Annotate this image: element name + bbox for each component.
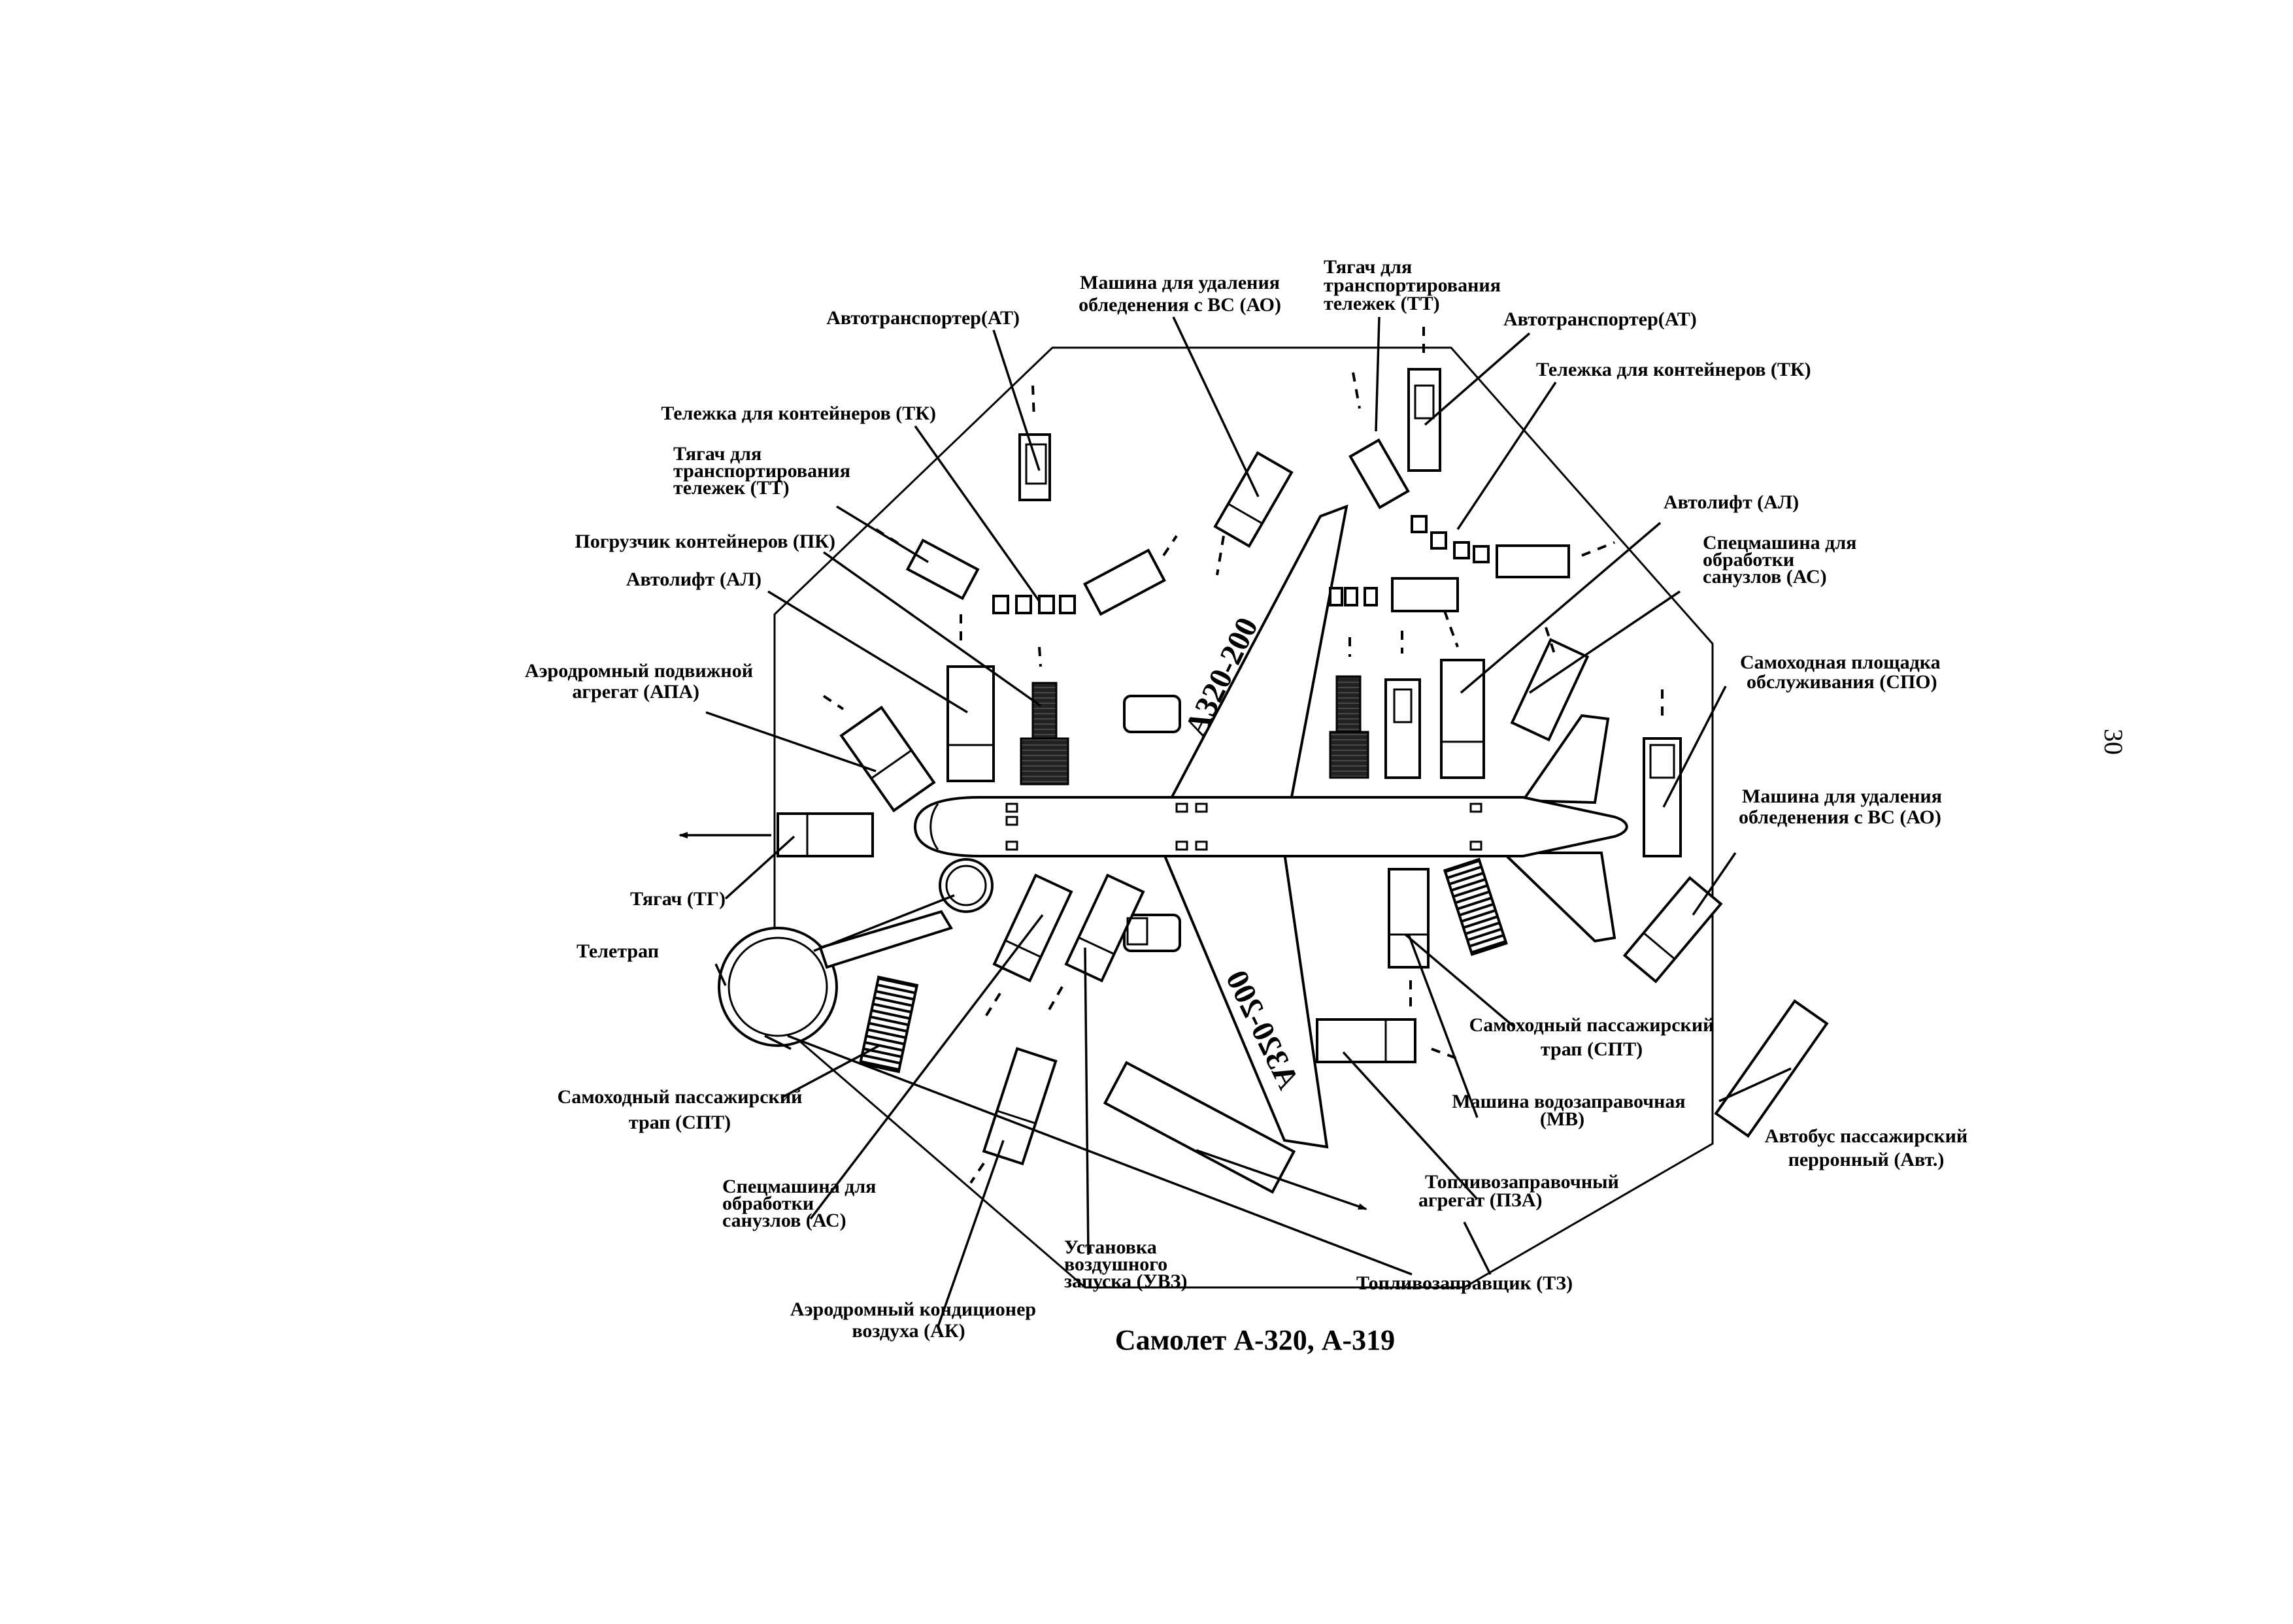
label-tt-left-3: тележек (ТТ) bbox=[673, 477, 790, 499]
label-tz: Топливозаправщик (ТЗ) bbox=[1356, 1272, 1573, 1294]
label-bus-2: перронный (Авт.) bbox=[1788, 1149, 1945, 1170]
label-mv-1: Машина водозаправочная bbox=[1452, 1091, 1685, 1112]
label-mv-2: (МВ) bbox=[1540, 1108, 1584, 1130]
figure-caption: Самолет А-320, А-319 bbox=[1115, 1324, 1395, 1356]
label-pk: Погрузчик контейнеров (ПК) bbox=[575, 531, 835, 552]
label-as-right-1: Спецмашина для bbox=[1703, 532, 1856, 554]
label-tt-top-1: Тягач для bbox=[1324, 256, 1412, 278]
label-uvz-1: Установка bbox=[1064, 1236, 1157, 1258]
aircraft: A320-200 A320-200 bbox=[913, 504, 1628, 1149]
small-vehicle-right bbox=[1384, 631, 1421, 779]
label-apa-1: Аэродромный подвижной bbox=[525, 660, 753, 682]
label-as-right-3: санузлов (АС) bbox=[1703, 566, 1827, 588]
label-teletrap: Телетрап bbox=[577, 940, 659, 962]
deicing-vehicle-right bbox=[1622, 876, 1723, 984]
label-as-left-2: обработки bbox=[722, 1193, 814, 1214]
fuel-dispenser bbox=[1316, 1018, 1458, 1063]
engine-lower bbox=[1123, 914, 1181, 952]
tug-top-right bbox=[1348, 372, 1410, 510]
label-tt-left-2: транспортирования bbox=[673, 460, 850, 482]
label-tt-left-1: Тягач для bbox=[673, 443, 762, 465]
label-ao-right-2: обледенения с ВС (АО) bbox=[1739, 806, 1941, 828]
labels: Машина для удаления обледенения с ВС (АО… bbox=[525, 256, 2128, 1356]
label-spt-left-1: Самоходный пассажирский bbox=[558, 1086, 803, 1108]
apron-bus bbox=[1714, 999, 1829, 1138]
service-zone-boundary bbox=[773, 346, 1714, 1289]
container-dollies-left bbox=[992, 535, 1178, 616]
label-tk-left: Тележка для контейнеров (ТК) bbox=[661, 403, 936, 424]
autolift-left bbox=[946, 614, 995, 782]
container-dollies-center-right bbox=[1329, 577, 1459, 612]
label-spt-left-2: трап (СПТ) bbox=[629, 1112, 731, 1133]
jet-bridge bbox=[718, 858, 994, 1047]
fuel-truck bbox=[1103, 1061, 1367, 1210]
label-as-right-2: обработки bbox=[1703, 549, 1794, 571]
passenger-stairs-left bbox=[858, 975, 919, 1074]
label-uvz-3: запуска (УВЗ) bbox=[1064, 1270, 1188, 1292]
page-number: 30 bbox=[2099, 729, 2128, 755]
label-ao-top-1: Машина для удаления bbox=[1080, 272, 1280, 293]
label-al-right: Автолифт (АЛ) bbox=[1664, 491, 1799, 513]
container-loader-right bbox=[1329, 637, 1369, 779]
label-pza-1: Топливозаправочный bbox=[1425, 1171, 1619, 1193]
label-at-left: Автотранспортер(АТ) bbox=[826, 307, 1020, 329]
label-uvz-2: воздушного bbox=[1064, 1253, 1167, 1275]
water-truck bbox=[1388, 868, 1430, 1010]
label-ak-2: воздуха (АК) bbox=[852, 1320, 965, 1342]
label-tt-top-3: тележек (ТТ) bbox=[1324, 293, 1440, 314]
passenger-stairs-right bbox=[1443, 857, 1508, 956]
aircraft-fuselage bbox=[913, 796, 1628, 857]
aircraft-tail-upper bbox=[1520, 714, 1610, 804]
engine-upper bbox=[1123, 695, 1181, 733]
leader-lines bbox=[705, 316, 1792, 1327]
label-ao-top-2: обледенения с ВС (АО) bbox=[1079, 294, 1281, 316]
label-as-left-1: Спецмашина для bbox=[722, 1176, 876, 1197]
autotransporter-right bbox=[1407, 327, 1441, 472]
air-conditioner bbox=[982, 1047, 1058, 1166]
aircraft-wing-upper bbox=[1167, 504, 1348, 802]
label-al-left: Автолифт (АЛ) bbox=[626, 569, 762, 590]
label-tg: Тягач (ТГ) bbox=[630, 888, 726, 910]
aircraft-tail-lower bbox=[1500, 852, 1616, 943]
autotransporter-left bbox=[1018, 385, 1051, 501]
container-dollies-right bbox=[1411, 515, 1615, 578]
label-tt-top-2: транспортирования bbox=[1324, 274, 1501, 296]
label-as-left-3: санузлов (АС) bbox=[722, 1210, 846, 1231]
label-spo-2: обслуживания (СПО) bbox=[1747, 671, 1937, 693]
label-ao-right-1: Машина для удаления bbox=[1742, 786, 1942, 807]
label-spo-1: Самоходная площадка bbox=[1740, 652, 1941, 673]
sanitary-vehicle-right bbox=[1510, 627, 1590, 742]
label-bus-1: Автобус пассажирский bbox=[1765, 1125, 1967, 1147]
towing-tractor bbox=[678, 812, 874, 857]
container-loader-left bbox=[1020, 646, 1069, 786]
label-spt-right-2: трап (СПТ) bbox=[1541, 1038, 1643, 1060]
label-at-right: Автотранспортер(АТ) bbox=[1503, 308, 1697, 330]
service-platform-right bbox=[1643, 689, 1682, 857]
ground-power-unit bbox=[839, 705, 936, 813]
label-spt-right-1: Самоходный пассажирский bbox=[1469, 1014, 1715, 1036]
label-tk-right: Тележка для контейнеров (ТК) bbox=[1536, 359, 1811, 380]
deicing-vehicle-top bbox=[1213, 451, 1294, 548]
label-apa-2: агрегат (АПА) bbox=[572, 681, 699, 703]
label-pza-2: агрегат (ПЗА) bbox=[1418, 1189, 1543, 1211]
autolift-right bbox=[1440, 610, 1485, 779]
label-ak-1: Аэродромный кондиционер bbox=[790, 1299, 1036, 1320]
ground-equipment-cluster bbox=[1126, 917, 1148, 946]
